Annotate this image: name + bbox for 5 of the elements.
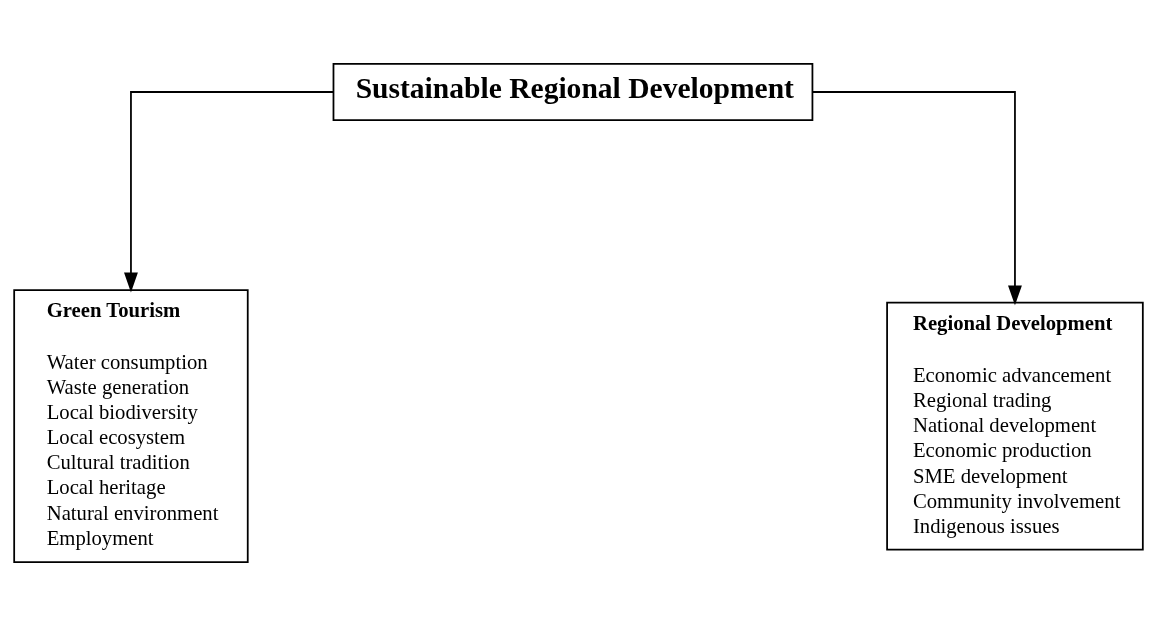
node-box: Green Tourism Water consumption Waste generation Local biodiversity Local ecosystem Cultural tradition Local heritage Natural environment Employment xyxy=(13,288,249,563)
arrow xyxy=(811,90,1022,305)
arrow xyxy=(124,90,335,292)
node-box: Regional Development Economic advancement Regional trading National development Economic production SME development Community involvement Indigenous issues xyxy=(886,301,1144,550)
node-box: Sustainable Regional Development xyxy=(332,62,814,121)
